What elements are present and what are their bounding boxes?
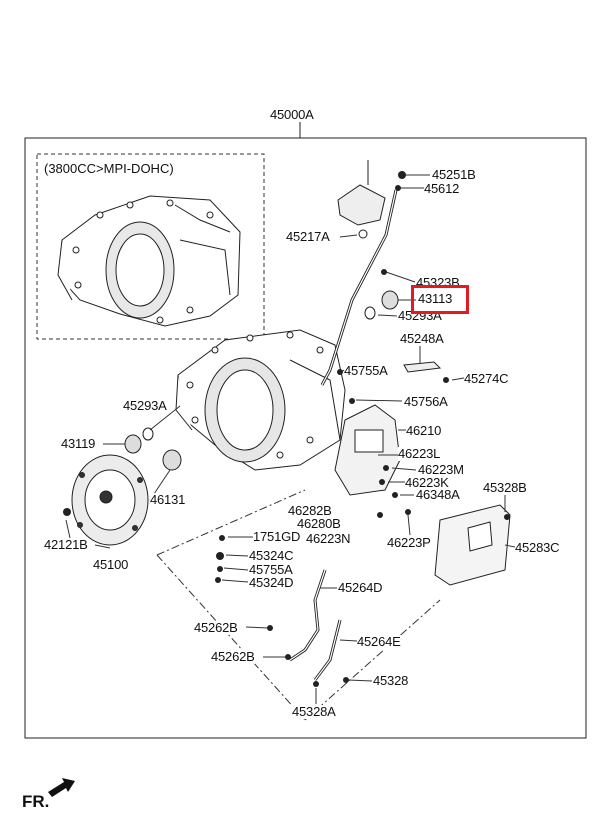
part-label[interactable]: 45293A xyxy=(123,398,167,413)
assembly-frame xyxy=(24,137,587,739)
part-label[interactable]: 45283C xyxy=(515,540,560,555)
variant-label: (3800CC>MPI-DOHC) xyxy=(44,161,174,176)
part-label[interactable]: 45324D xyxy=(249,575,294,590)
part-label[interactable]: 45756A xyxy=(404,394,448,409)
part-label[interactable]: 45262B xyxy=(194,620,238,635)
part-label[interactable]: 42121B xyxy=(44,537,88,552)
part-label[interactable]: 46210 xyxy=(406,423,442,438)
front-direction-label: FR. xyxy=(22,792,50,811)
part-label[interactable]: 45755A xyxy=(249,562,293,577)
variant-box xyxy=(36,153,265,340)
part-label-highlighted[interactable]: 43113 xyxy=(418,291,453,306)
part-label[interactable]: 45755A xyxy=(344,363,388,378)
part-label[interactable]: 45248A xyxy=(400,331,444,346)
part-label[interactable]: 46348A xyxy=(416,487,460,502)
part-label[interactable]: 45328 xyxy=(373,673,409,688)
part-label: 45000A xyxy=(270,107,314,122)
highlight-box-43113 xyxy=(411,285,469,314)
dipstick-tube-inner xyxy=(321,189,397,386)
cooler-pipes xyxy=(289,569,342,681)
part-label[interactable]: 45274C xyxy=(464,371,509,386)
part-label[interactable]: 46223L xyxy=(398,446,441,461)
part-label[interactable]: 45217A xyxy=(286,229,330,244)
part-label[interactable]: 45264E xyxy=(357,634,401,649)
part-label[interactable]: 43119 xyxy=(61,436,96,451)
inset-transmission-housing xyxy=(57,195,241,327)
part-label[interactable]: 45100 xyxy=(93,557,129,572)
fasteners xyxy=(63,171,510,687)
plate-45248a xyxy=(403,361,442,373)
part-label[interactable]: 45262B xyxy=(211,649,255,664)
front-arrow-icon xyxy=(48,778,75,797)
part-label[interactable]: 45324C xyxy=(249,548,294,563)
part-label[interactable]: 46223P xyxy=(387,535,431,550)
part-label[interactable]: 46280B xyxy=(297,516,341,531)
part-label[interactable]: 45264D xyxy=(338,580,383,595)
part-label[interactable]: 45612 xyxy=(424,181,460,196)
valve-body xyxy=(334,404,401,496)
main-transmission-housing xyxy=(175,329,346,471)
part-label[interactable]: 45328B xyxy=(483,480,527,495)
part-label[interactable]: 46223N xyxy=(306,531,351,546)
part-label[interactable]: 46282B xyxy=(288,503,332,518)
part-label[interactable]: 46223K xyxy=(405,475,449,490)
part-label[interactable]: 1751GD xyxy=(253,529,301,544)
oil-pan xyxy=(434,504,511,586)
part-label[interactable]: 46131 xyxy=(150,492,186,507)
torque-converter xyxy=(71,454,149,546)
part-label[interactable]: 45251B xyxy=(432,167,476,182)
leader-lines xyxy=(65,174,516,704)
speed-sensor xyxy=(337,160,386,239)
part-label[interactable]: 46223M xyxy=(418,462,464,477)
guide-lines xyxy=(156,489,441,721)
part-label[interactable]: 45328A xyxy=(292,704,336,719)
